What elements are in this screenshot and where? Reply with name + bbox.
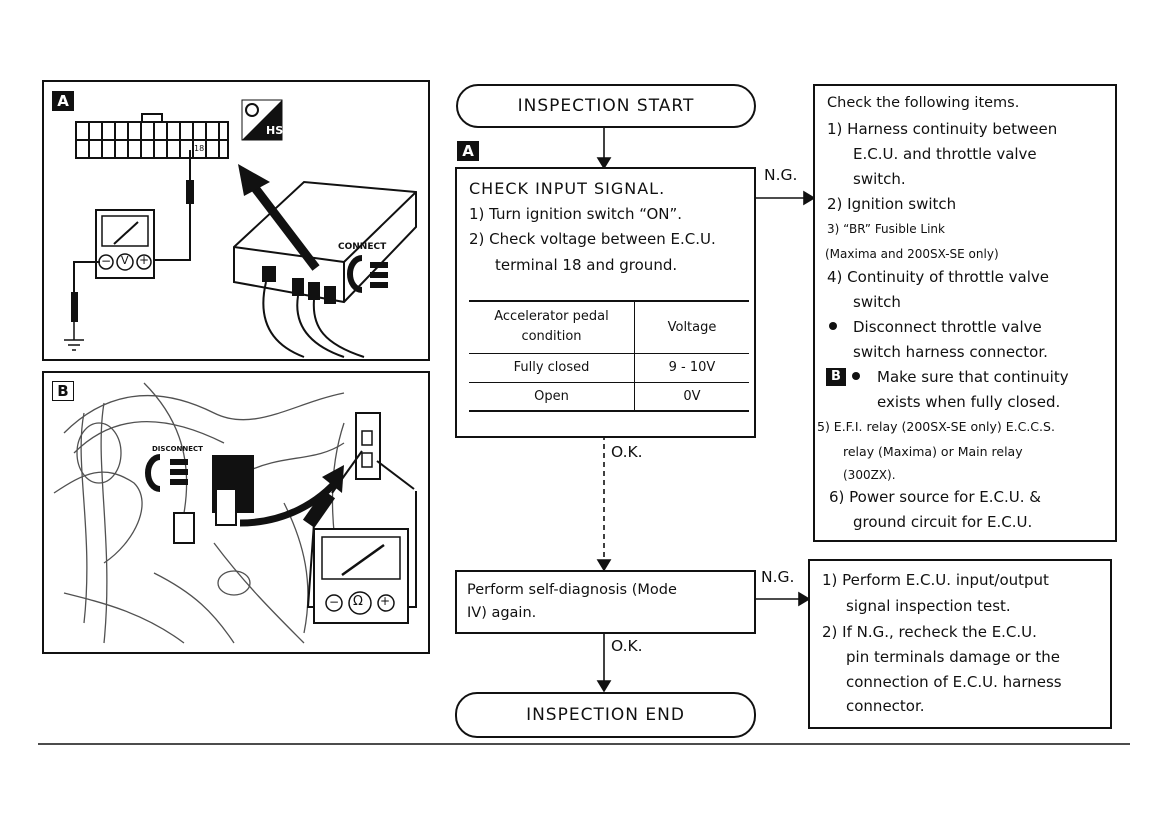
throttle-switch-illustration <box>53 382 417 644</box>
ng2-item1: 1) Perform E.C.U. input/output <box>822 571 1049 589</box>
check-step2b: terminal 18 and ground. <box>495 256 678 274</box>
figure-panel-a: A <box>42 80 430 361</box>
hs-label: HS <box>266 124 284 137</box>
table-head-cond-1: Accelerator pedal <box>494 309 609 325</box>
ng1-item3: 3) “BR” Fusible Link <box>827 222 945 236</box>
ng1-tag-b: B <box>826 368 846 386</box>
ng-label-1: N.G. <box>764 166 798 184</box>
ng1-item4b: switch <box>853 293 901 311</box>
figure-panel-b: B <box>42 371 430 654</box>
ng1-item5c: (300ZX). <box>843 468 896 482</box>
ng2-item2b: pin terminals damage or the <box>846 648 1060 666</box>
ng1-item6b: ground circuit for E.C.U. <box>853 513 1033 531</box>
selfdiag-line2: IV) again. <box>467 605 537 621</box>
ng1-item2: 2) Ignition switch <box>827 195 957 213</box>
table-cond-fully-closed: Fully closed <box>469 353 635 382</box>
meter-b-plus-label: + <box>380 594 391 608</box>
table-head-cond-2: condition <box>521 329 582 345</box>
table-cond-open: Open <box>469 382 635 411</box>
ng2-item2: 2) If N.G., recheck the E.C.U. <box>822 623 1037 641</box>
meter-plus-label: + <box>139 253 150 267</box>
panel-a-tag: A <box>52 91 74 111</box>
check-step2a: 2) Check voltage between E.C.U. <box>469 230 716 248</box>
meter-minus-label: − <box>101 254 112 268</box>
ng1-item1: 1) Harness continuity between <box>827 120 1058 138</box>
meter-b-minus-label: − <box>329 595 340 609</box>
meter-v-label: V <box>121 254 129 267</box>
table-volt-open: 0V <box>683 388 701 404</box>
ng-label-2: N.G. <box>761 568 795 586</box>
voltage-table: Accelerator pedal condition Voltage Full… <box>469 300 749 412</box>
flow-tag-a: A <box>457 141 479 161</box>
table-volt-fully-closed: 9 - 10V <box>668 360 716 375</box>
disconnect-label: DISCONNECT <box>152 445 203 453</box>
selfdiag-line1: Perform self-diagnosis (Mode <box>467 582 677 598</box>
inspection-start-terminal: INSPECTION START <box>456 84 756 128</box>
ng1-bullet1: Disconnect throttle valve <box>853 318 1042 336</box>
ng1-item5: 5) E.F.I. relay (200SX-SE only) E.C.C.S. <box>817 419 1055 434</box>
ng1-bullet2b: exists when fully closed. <box>877 393 1061 411</box>
ng1-item1c: switch. <box>853 170 906 188</box>
ng1-bullet1b: switch harness connector. <box>853 343 1048 361</box>
meter-b-ohm-label: Ω <box>353 594 363 609</box>
bullet-icon <box>829 322 837 330</box>
ng1-item4: 4) Continuity of throttle valve <box>827 268 1049 286</box>
ng1-item5b: relay (Maxima) or Main relay <box>843 444 1023 459</box>
ok-label-2: O.K. <box>611 637 643 655</box>
table-head-volt: Voltage <box>667 319 717 335</box>
ng1-item1b: E.C.U. and throttle valve <box>853 145 1037 163</box>
check-title: CHECK INPUT SIGNAL. <box>469 179 666 198</box>
panel-b-tag: B <box>52 381 74 401</box>
ng1-item3b: (Maxima and 200SX-SE only) <box>825 247 999 261</box>
ng1-bullet2: Make sure that continuity <box>877 368 1069 386</box>
ng1-item6: 6) Power source for E.C.U. & <box>829 488 1041 506</box>
ng2-item2d: connector. <box>846 697 925 715</box>
ok-label-1: O.K. <box>611 443 643 461</box>
ng2-item2c: connection of E.C.U. harness <box>846 673 1062 691</box>
probe-pin-label: 18 <box>194 144 205 153</box>
ng-check-items-box: Check the following items. 1) Harness co… <box>813 84 1117 542</box>
ng1-title: Check the following items. <box>827 95 1020 111</box>
check-input-signal-box: CHECK INPUT SIGNAL. 1) Turn ignition swi… <box>455 167 756 438</box>
self-diagnosis-box: Perform self-diagnosis (Mode IV) again. <box>455 570 756 634</box>
check-step1: 1) Turn ignition switch “ON”. <box>469 205 683 223</box>
bullet-icon <box>852 372 860 380</box>
ng-ecu-test-box: 1) Perform E.C.U. input/output signal in… <box>808 559 1112 729</box>
connect-label: CONNECT <box>338 242 387 252</box>
inspection-end-terminal: INSPECTION END <box>455 692 756 738</box>
ecu-voltage-illustration <box>64 99 417 358</box>
ng2-item1b: signal inspection test. <box>846 597 1011 615</box>
